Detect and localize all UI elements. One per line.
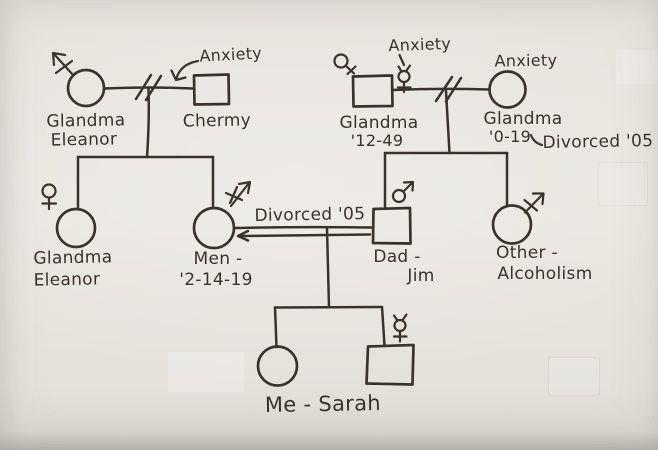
person-label: Glandma xyxy=(484,109,563,129)
generation3: Me - Sarah xyxy=(256,305,415,417)
union-line xyxy=(391,87,491,92)
generation2-right: Dad - Jim Other - Alcoholism xyxy=(371,180,592,286)
family-top-right: Glandma '12-49 Anxiety Anxiety Glandma '… xyxy=(333,34,653,210)
mercury-symbol-icon xyxy=(396,64,412,94)
union-line-top xyxy=(232,225,375,230)
person-square-chermy xyxy=(192,73,231,106)
person-circle-grandma-eleanor-sr xyxy=(66,68,106,108)
descent-line xyxy=(325,227,331,309)
male-symbol-icon xyxy=(391,180,415,204)
person-label: Chermy xyxy=(183,110,252,131)
child-drop-line xyxy=(380,305,386,347)
crossed-arrow-up-left-icon xyxy=(51,51,75,77)
person-label: Men - xyxy=(194,249,243,269)
person-label: Eleanor xyxy=(33,269,100,290)
person-label: '2-14-19 xyxy=(179,270,252,290)
person-circle-grandma-right xyxy=(488,70,527,109)
person-circle-aunt-glandma-eleanor xyxy=(55,207,97,249)
person-label: '0-19 xyxy=(489,127,531,146)
annotation-pointer-line xyxy=(398,53,406,67)
annotation-pointer-tick xyxy=(529,133,544,147)
person-square-grandpa-right xyxy=(351,74,394,108)
children-bar xyxy=(273,305,384,309)
anxiety-annotation: Anxiety xyxy=(494,50,557,70)
person-circle-other xyxy=(491,204,533,245)
left-arrow-icon xyxy=(236,229,250,242)
person-label: Me - Sarah xyxy=(265,391,381,417)
anxiety-annotation: Anxiety xyxy=(199,43,263,65)
divorce-slashes-icon xyxy=(434,75,463,103)
person-label: Jim xyxy=(406,266,434,286)
person-square-sibling xyxy=(365,343,415,386)
divorce-label: Divorced '05 xyxy=(254,204,365,226)
descent-line xyxy=(444,89,451,155)
child-drop-line xyxy=(273,306,278,349)
person-circle-me xyxy=(256,345,299,387)
person-label: Glandma xyxy=(46,110,125,131)
crossed-male-symbol-icon xyxy=(523,192,545,214)
person-label: Eleanor xyxy=(50,129,117,150)
mercury-symbol-icon xyxy=(392,313,408,343)
person-label: Dad - xyxy=(373,247,420,267)
person-square-dad xyxy=(371,206,412,245)
person-label: Other - xyxy=(496,243,558,263)
union-line xyxy=(102,86,195,90)
anxiety-annotation: Anxiety xyxy=(388,34,451,55)
union-line-bottom xyxy=(237,233,372,238)
family-top-left: Anxiety Glandma Eleanor Chermy xyxy=(46,43,263,211)
descent-line xyxy=(145,87,151,159)
crossed-arrow-up-right-icon xyxy=(224,180,252,208)
person-label: Alcoholism xyxy=(497,264,592,284)
person-label: Glandma xyxy=(33,247,112,268)
divorce-connection-mid: Divorced '05 xyxy=(232,204,375,309)
person-label: '12-49 xyxy=(351,131,404,150)
person-label: Glandma xyxy=(340,113,419,133)
female-symbol-icon xyxy=(41,183,58,211)
generation2-left: Glandma Eleanor Men - '2-14-19 xyxy=(33,180,252,291)
curved-arrow-icon xyxy=(170,59,200,82)
person-circle-mom xyxy=(192,206,236,250)
tilted-female-symbol-icon xyxy=(333,53,357,76)
divorce-label: Divorced '05 xyxy=(542,131,653,153)
